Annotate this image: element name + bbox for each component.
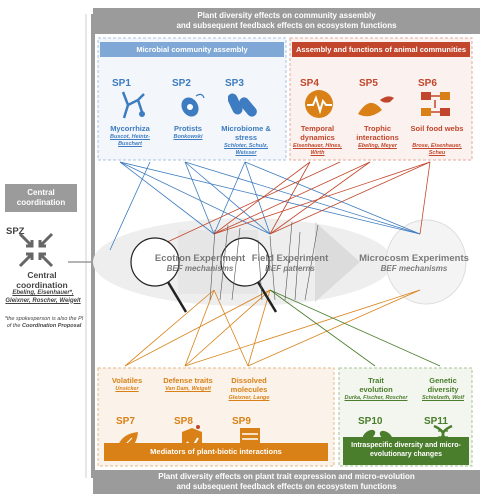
sp10-code: SP10 xyxy=(358,416,383,427)
ecotron-sub: BEF mechanisms xyxy=(166,264,234,273)
protist-icon xyxy=(181,93,205,117)
microcosm-title: Microcosm Experiments xyxy=(359,253,469,264)
sp9-code: SP9 xyxy=(232,416,251,427)
microcosm-sub: BEF mechanisms xyxy=(380,264,448,273)
sp7-title: Volatiles xyxy=(111,376,143,385)
intraspecific-bar-label: Intraspecific diversity and micro-evolut… xyxy=(351,442,461,458)
sp2-authors: Bonkowski xyxy=(173,134,203,140)
ecotron-title: Ecotron Experiment xyxy=(154,253,246,264)
sp5-code: SP5 xyxy=(359,78,378,89)
sp6-authors: Brose, Eisenhauer, Scheu xyxy=(412,143,462,156)
sp11-code: SP11 xyxy=(424,416,448,427)
experiment-microcosm: Microcosm Experiments BEF mechanisms xyxy=(352,253,476,273)
food-web-icon xyxy=(421,92,450,116)
bottom-banner-line1: Plant diversity effects on plant trait e… xyxy=(158,472,415,481)
sp7-code: SP7 xyxy=(116,416,135,427)
sp8-authors: Van Dam, Weigelt xyxy=(165,386,211,392)
mediators-bar: Mediators of plant-biotic interactions xyxy=(104,443,328,461)
intraspecific-bar: Intraspecific diversity and micro-evolut… xyxy=(343,437,469,465)
temporal-dynamics-icon xyxy=(305,90,333,118)
microbial-header: Microbial community assembly xyxy=(100,42,284,57)
sp6-title: Soil food webs xyxy=(410,124,464,133)
sp1-authors: Buscot, Heintz-Buschart xyxy=(109,134,151,147)
bottom-banner-line2: and subsequent feedback effects on ecosy… xyxy=(176,482,397,491)
sp10-authors: Durka, Fischer, Roscher xyxy=(344,395,408,401)
sp9-authors: Gleixner, Lange xyxy=(228,395,270,401)
sp6-code: SP6 xyxy=(418,78,437,89)
sp11-title: Genetic diversity xyxy=(427,376,459,394)
central-title: Central coordination xyxy=(16,270,68,290)
mycorrhiza-icon xyxy=(121,91,145,119)
field-title: Field Experiment xyxy=(251,253,329,264)
central-note-bold: Coordination Proposal xyxy=(22,323,82,329)
top-banner-line1: Plant diversity effects on community ass… xyxy=(197,11,376,20)
sp2-title: Protists xyxy=(174,124,202,133)
sp1-title: Mycorrhiza xyxy=(110,124,150,133)
central-box-label: Central coordination xyxy=(16,188,66,207)
central-box: Central coordination xyxy=(5,184,77,212)
sp11-authors: Schielzeth, Wolf xyxy=(421,395,465,401)
sp8-code: SP8 xyxy=(174,416,193,427)
sp5-title: Trophic interactions xyxy=(356,124,399,142)
spz-code: SPZ xyxy=(6,226,25,237)
sp3-title: Microbiome & stress xyxy=(221,124,271,142)
animal-header: Assembly and functions of animal communi… xyxy=(292,42,470,57)
sp9-title: Dissolved molecules xyxy=(230,376,268,394)
coordination-arrows-icon xyxy=(18,232,54,268)
sp8-title: Defense traits xyxy=(163,376,213,385)
trophic-interactions-icon xyxy=(358,96,394,117)
experiment-field: Field Experiment BEF patterns xyxy=(240,253,340,273)
sp3-authors: Schloter, Schulz, Weisser xyxy=(223,143,268,156)
sp4-title: Temporal dynamics xyxy=(300,124,335,142)
central-note-text: *the spokesperson is also the PI of the xyxy=(4,316,84,329)
sp2-code: SP2 xyxy=(172,78,191,89)
bottom-banner: Plant diversity effects on plant trait e… xyxy=(93,470,480,494)
experiment-ecotron: Ecotron Experiment BEF mechanisms xyxy=(140,253,260,273)
central-note: *the spokesperson is also the PI of the … xyxy=(2,316,86,330)
top-banner-line2: and subsequent feedback effects on ecosy… xyxy=(176,21,397,30)
sp7-authors: Unsicker xyxy=(115,386,139,392)
sp1-code: SP1 xyxy=(112,78,131,89)
central-authors: Ebeling, Eisenhauer*, Gleixner, Roscher,… xyxy=(5,290,81,304)
sp10-title: Trait evolution xyxy=(359,376,393,394)
sp4-code: SP4 xyxy=(300,78,319,89)
mediators-bar-label: Mediators of plant-biotic interactions xyxy=(150,447,282,456)
sp4-authors: Eisenhauer, Hines, Wirth xyxy=(293,143,342,156)
microbiome-icon xyxy=(228,93,257,117)
top-banner: Plant diversity effects on community ass… xyxy=(93,8,480,34)
sp5-authors: Ebeling, Meyer xyxy=(358,143,397,149)
sp3-code: SP3 xyxy=(225,78,244,89)
field-sub: BEF patterns xyxy=(265,264,315,273)
